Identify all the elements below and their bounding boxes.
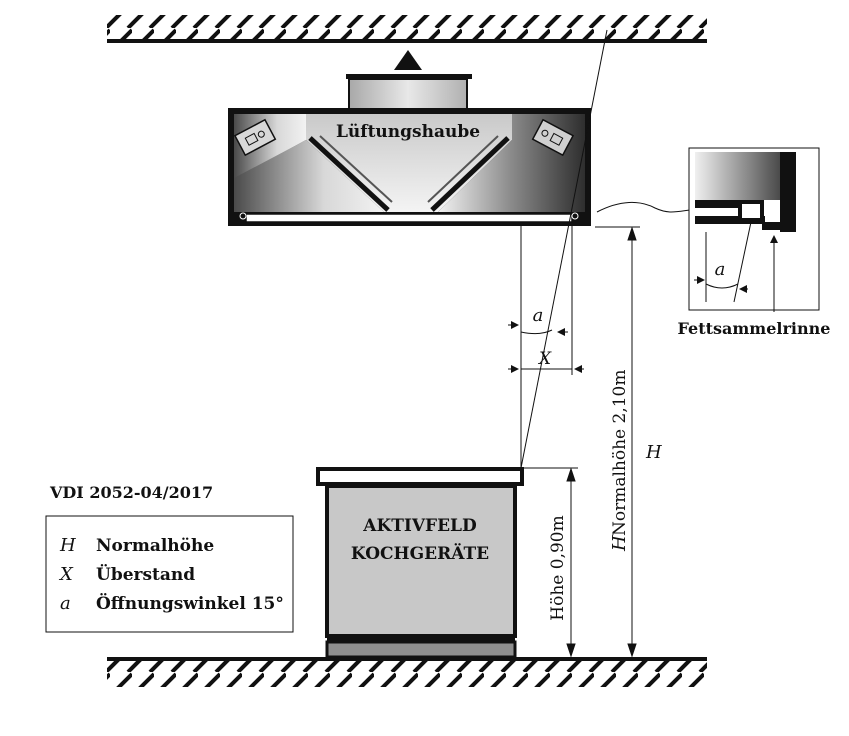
lamp-left-icon <box>233 118 277 157</box>
hood-label: Lüftungshaube <box>336 122 480 142</box>
detail-inset: a <box>688 147 820 312</box>
legend: H Normalhöhe X Überstand a Öffnungswinke… <box>45 515 294 633</box>
cooktop-height-label: Höhe 0,90m <box>548 515 568 620</box>
ceiling <box>107 15 707 43</box>
cooktop-label-line1: AKTIVFELD <box>362 516 477 536</box>
legend-text: Überstand <box>96 564 195 585</box>
legend-text: Öffnungswinkel 15° <box>96 593 284 614</box>
legend-text: Normalhöhe <box>96 536 214 556</box>
legend-symbol: H <box>59 535 76 556</box>
legend-symbol: X <box>58 564 74 585</box>
lamp-right-icon <box>531 118 575 157</box>
detail-angle-symbol: a <box>715 259 726 280</box>
cooktop-label-line2: KOCHGERÄTE <box>351 543 489 564</box>
grease-channel-label: Fettsammelrinne <box>678 319 831 338</box>
construction-lines <box>508 29 691 469</box>
ventilation-hood: Lüftungshaube <box>228 108 591 226</box>
normal-height-symbol-rotated: H <box>609 535 630 552</box>
angle-symbol: a <box>533 305 544 326</box>
standard-reference: VDI 2052-04/2017 <box>49 483 213 502</box>
cooktop-unit: AKTIVFELD KOCHGERÄTE <box>316 467 524 659</box>
overhang-symbol: X <box>537 349 552 369</box>
normal-height-symbol: H <box>645 442 662 463</box>
normal-height-dimension <box>595 226 640 658</box>
exhaust-arrow-icon <box>394 50 422 70</box>
cooktop-height-dimension <box>522 467 578 658</box>
hood-duct <box>346 74 472 110</box>
floor <box>107 657 707 687</box>
legend-symbol: a <box>60 593 71 614</box>
normal-height-label: Normalhöhe 2,10m <box>610 370 630 537</box>
